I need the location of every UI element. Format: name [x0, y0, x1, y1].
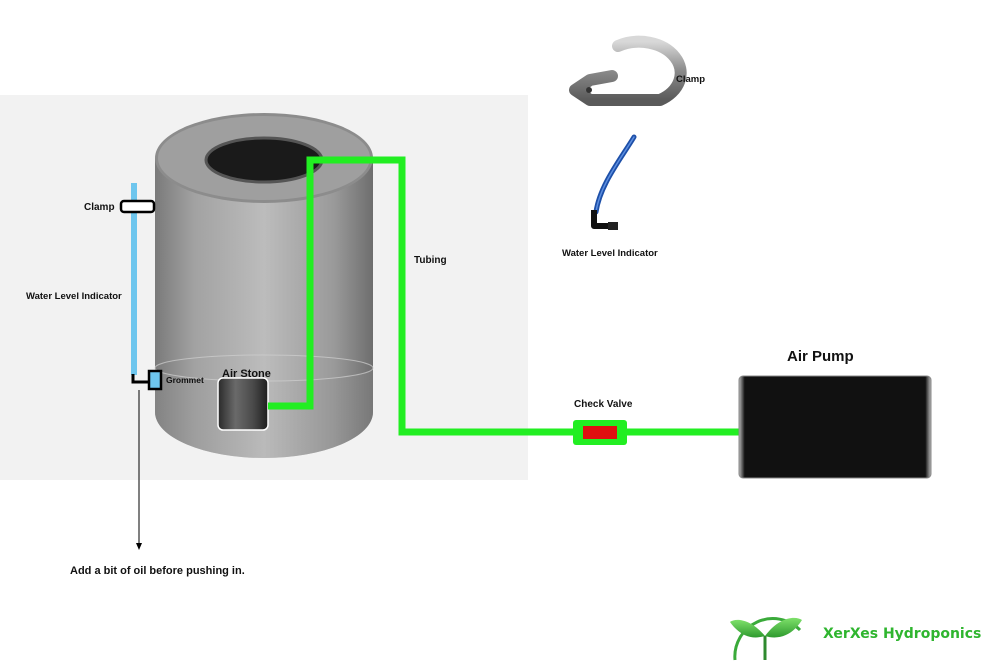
tank-lid-hole: [204, 136, 324, 184]
check-valve: [573, 420, 627, 445]
reservoir-tank: [154, 113, 374, 458]
grommet-label: Grommet: [166, 375, 204, 385]
air-tubing: [268, 156, 575, 436]
blue-tube-elbow-icon: [591, 134, 637, 230]
water-level-indicator-legend-label: Water Level Indicator: [562, 248, 658, 259]
air-pump-label: Air Pump: [787, 348, 854, 365]
air-stone-label: Air Stone: [222, 368, 271, 380]
oil-note: Add a bit of oil before pushing in.: [70, 565, 245, 577]
brand-name: XerXes Hydroponics: [823, 626, 981, 642]
air-stone: [217, 377, 269, 431]
water-level-indicator-tube: [131, 183, 137, 375]
clamp-left: [119, 199, 156, 214]
water-level-indicator-label: Water Level Indicator: [26, 291, 122, 302]
clamp-legend-label: Clamp: [676, 74, 705, 85]
grommet: [131, 369, 163, 391]
check-valve-label: Check Valve: [574, 399, 633, 410]
p-clamp-icon: [569, 35, 687, 106]
clamp-left-label: Clamp: [84, 202, 115, 213]
sprout-leaf-icon: [730, 617, 802, 661]
tubing-label: Tubing: [414, 255, 447, 266]
air-pump: [738, 375, 932, 479]
arrow-head-icon: [136, 543, 142, 550]
